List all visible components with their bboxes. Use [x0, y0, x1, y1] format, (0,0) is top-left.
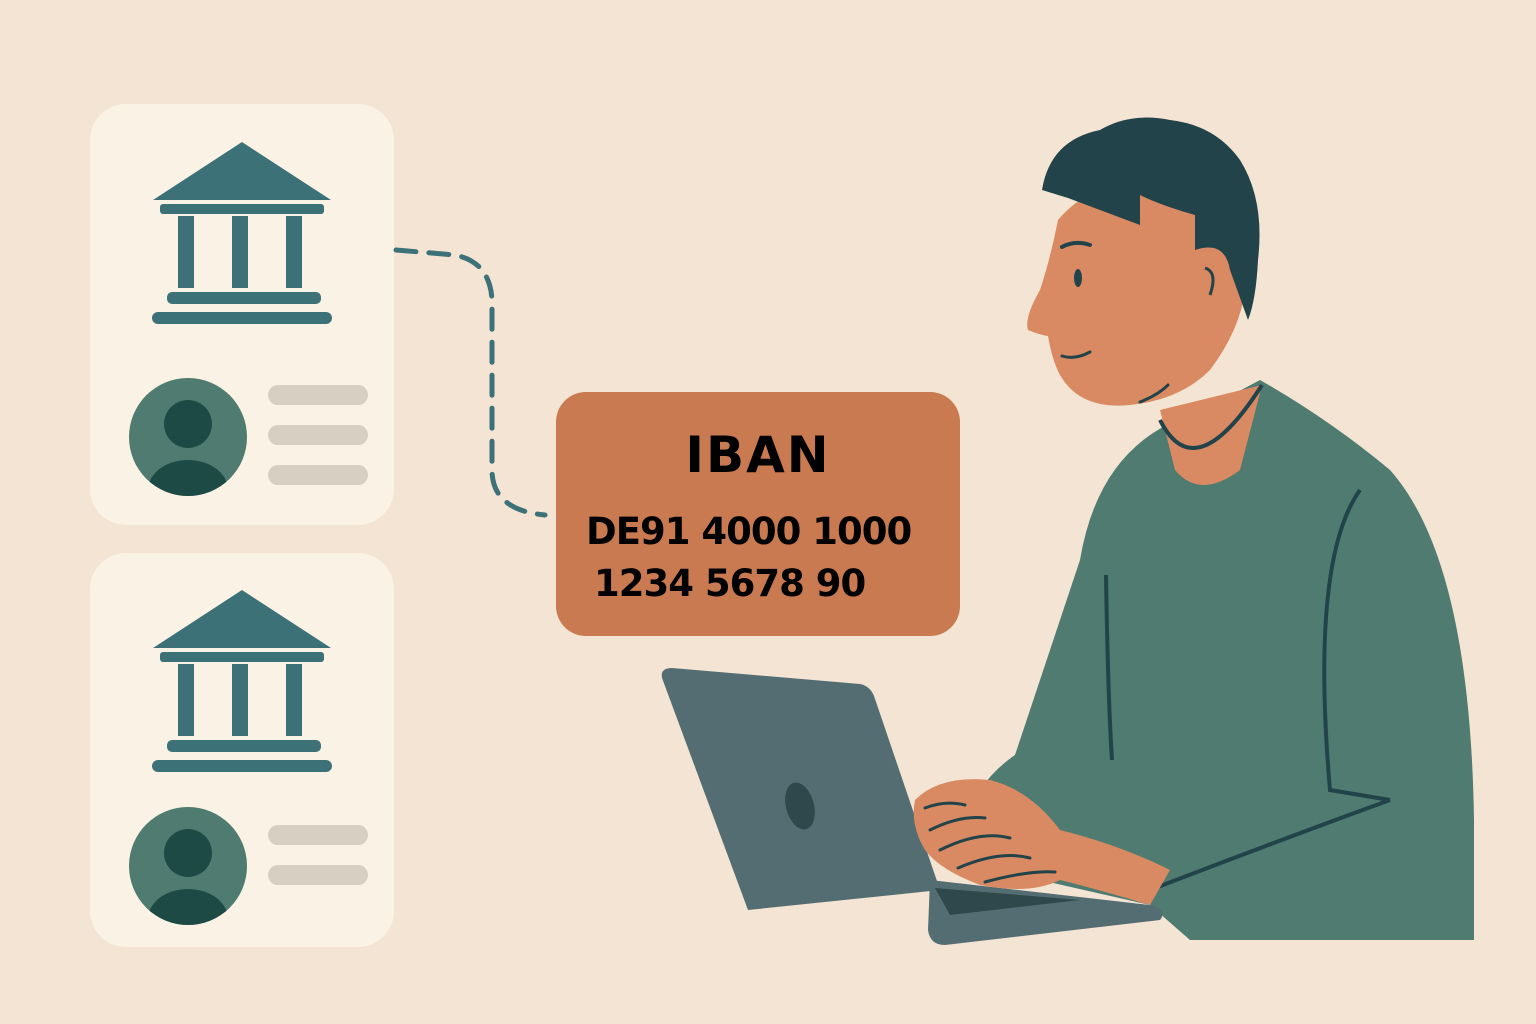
face [1027, 178, 1246, 406]
laptop-logo [785, 782, 815, 830]
iban-number-line-1: DE91 4000 1000 [586, 510, 912, 553]
bank-account-card-2[interactable] [90, 553, 394, 949]
dashed-connector-line [393, 247, 548, 518]
hair [1042, 117, 1260, 321]
iban-number-line-2: 1234 5678 90 [594, 562, 866, 605]
laptop[interactable] [661, 668, 1163, 945]
bank-icon [152, 590, 332, 772]
iban-title: IBAN [685, 426, 831, 484]
bank-account-card-1[interactable] [90, 104, 394, 525]
text-placeholder-lines [268, 385, 368, 485]
hands [913, 779, 1170, 905]
neck [1160, 385, 1262, 485]
bank-icon [152, 142, 332, 324]
shirt [1000, 380, 1474, 940]
person-illustration [980, 117, 1474, 940]
laptop-keyboard [935, 888, 1080, 915]
iban-card[interactable] [556, 392, 960, 636]
user-avatar-icon [129, 807, 247, 925]
user-avatar-icon [129, 378, 247, 496]
text-placeholder-lines [268, 825, 368, 885]
